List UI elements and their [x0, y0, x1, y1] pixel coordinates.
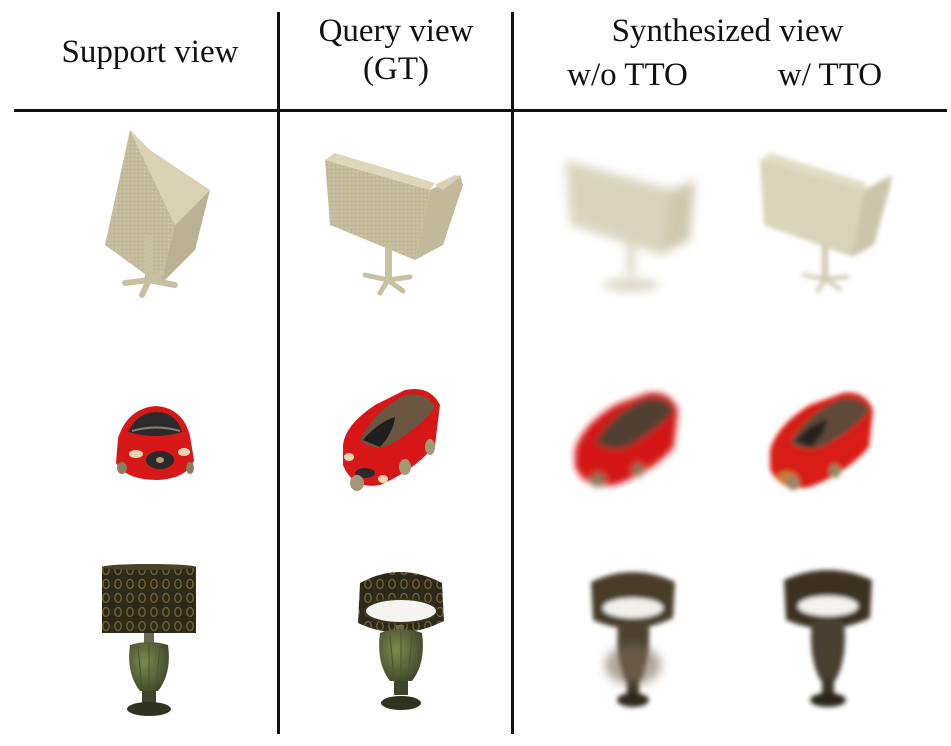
header-support-view: Support view [61, 34, 239, 70]
row1-synth-chair-with-tto [752, 145, 902, 300]
row1-synth-chair-without-tto [555, 145, 710, 305]
header-synthesized-view: Synthesized view [611, 13, 844, 49]
row1-support-chair [90, 125, 220, 300]
header-query-line1: Query view [318, 13, 474, 49]
header-without-tto: w/o TTO [567, 57, 688, 93]
header-rule [14, 109, 947, 112]
row3-query-lamp [350, 563, 450, 718]
row1-query-chair [315, 145, 470, 300]
header-query-view: Query view (GT) [290, 12, 502, 88]
column-divider-1 [277, 12, 280, 734]
row2-support-car [108, 398, 200, 486]
row2-query-car [335, 385, 445, 493]
row2-synth-car-without-tto [570, 385, 685, 493]
column-divider-2 [511, 12, 514, 734]
row3-support-lamp [100, 563, 198, 718]
row3-synth-lamp-without-tto [583, 560, 683, 720]
header-query-line2: (GT) [363, 51, 429, 87]
row3-synth-lamp-with-tto [778, 560, 878, 720]
header-with-tto: w/ TTO [777, 57, 883, 93]
row2-synth-car-with-tto [765, 385, 880, 495]
